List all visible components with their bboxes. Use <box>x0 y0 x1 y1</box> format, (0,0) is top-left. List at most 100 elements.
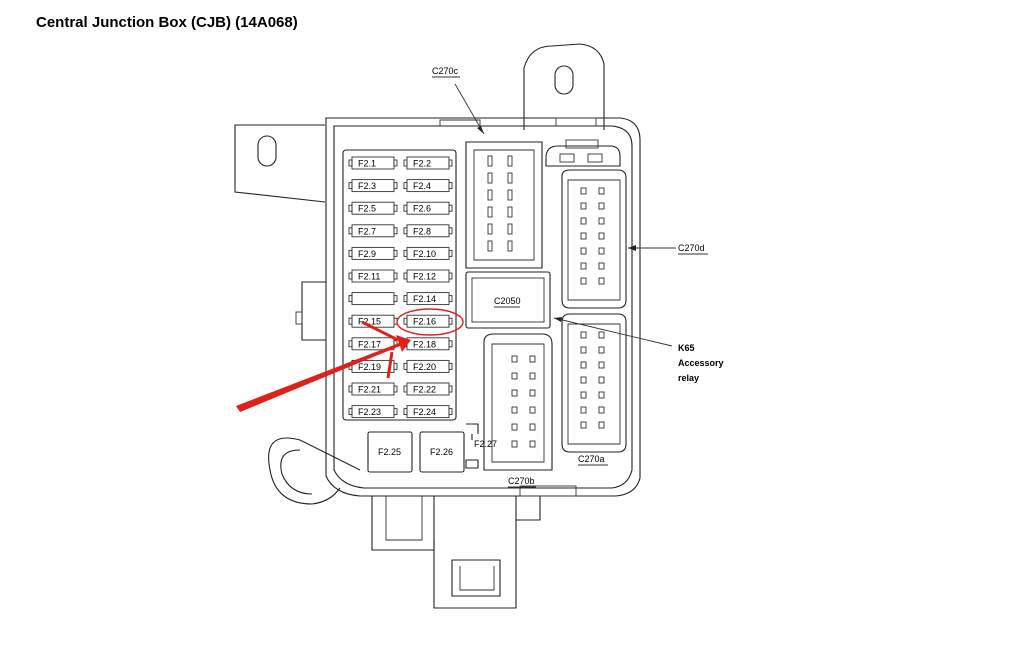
fuse-left-1: F2.1 <box>348 156 398 170</box>
fuse-right-12-label: F2.24 <box>413 407 436 417</box>
fuse-right-4-label: F2.8 <box>413 226 431 236</box>
c270b-pins-pin <box>511 372 518 380</box>
c270b-pins-pin <box>529 355 536 363</box>
highlight-annotation <box>236 308 464 412</box>
fuse-right-12: F2.24 <box>403 405 453 419</box>
fuse-left-8-label: F2.15 <box>358 317 381 327</box>
connector-c270c: C270c <box>432 66 543 269</box>
connector-c270b: C270b <box>483 333 553 488</box>
c270d-pins-pin <box>598 262 605 270</box>
fuse-left-7 <box>348 292 398 306</box>
highlight-ellipse <box>396 308 464 336</box>
fuse-f2-25-label: F2.25 <box>378 447 401 457</box>
k65-callout: K65 Accessory relay <box>553 317 724 383</box>
highlight-arrow <box>236 335 411 412</box>
fuse-right-3-label: F2.6 <box>413 204 431 214</box>
c270d-label: C270d <box>678 243 705 253</box>
fuse-left-6: F2.11 <box>348 269 398 283</box>
c270d-pins-pin <box>580 232 587 240</box>
fuse-right-10: F2.20 <box>403 359 453 373</box>
c270a-pins-pin <box>580 421 587 429</box>
fuse-right-8: F2.16 <box>403 314 453 328</box>
c270b-pins-pin <box>511 440 518 448</box>
c270d-pins-pin <box>580 262 587 270</box>
fuse-left-1-label: F2.1 <box>358 159 376 169</box>
fuse-left-11-label: F2.21 <box>358 385 381 395</box>
c270b-pins-pin <box>511 406 518 414</box>
fuse-right-11-label: F2.22 <box>413 385 436 395</box>
c270b-pins-pin <box>529 423 536 431</box>
fuse-left-3-label: F2.5 <box>358 204 376 214</box>
c270c-pins-pin <box>507 155 513 167</box>
c270d-pins-pin <box>598 277 605 285</box>
fuse-left-8: F2.15 <box>348 314 398 328</box>
c270b-pins-pin <box>529 406 536 414</box>
connector-top-right <box>545 139 621 167</box>
c270b-pins-pin <box>529 440 536 448</box>
c270c-pins-pin <box>487 206 493 218</box>
c270b-pins-pin <box>529 372 536 380</box>
c270a-pins-pin <box>598 361 605 369</box>
fuse-right-7-label: F2.14 <box>413 294 436 304</box>
c270a-pins-pin <box>598 391 605 399</box>
c270c-pins-pin <box>487 155 493 167</box>
fuse-left-5-label: F2.9 <box>358 249 376 259</box>
c270a-pins-pin <box>580 331 587 339</box>
page-title: Central Junction Box (CJB) (14A068) <box>36 14 298 31</box>
connector-c2050: C2050 <box>465 271 551 329</box>
c270a-pins-pin <box>580 346 587 354</box>
fuse-f2-27-label: F2.27 <box>474 439 497 449</box>
c270c-pins-pin <box>487 172 493 184</box>
c270d-pins-pin <box>598 202 605 210</box>
fuse-right-5-label: F2.10 <box>413 249 436 259</box>
highlight-arrow-tick <box>386 351 394 379</box>
fuse-right-2: F2.4 <box>403 179 453 193</box>
fuse-left-4: F2.7 <box>348 224 398 238</box>
fuse-left-2-label: F2.3 <box>358 181 376 191</box>
fuse-left-12: F2.23 <box>348 405 398 419</box>
fuse-right-3: F2.6 <box>403 201 453 215</box>
c270a-pins-pin <box>598 421 605 429</box>
fuse-right-11: F2.22 <box>403 382 453 396</box>
fuse-left-2: F2.3 <box>348 179 398 193</box>
c270a-pins-pin <box>580 391 587 399</box>
fuse-right-5: F2.10 <box>403 246 453 260</box>
c270c-pins-pin <box>487 240 493 252</box>
fuse-right-2-label: F2.4 <box>413 181 431 191</box>
fuse-panel: F2.1F2.3F2.5F2.7F2.9F2.11F2.15F2.17F2.19… <box>342 149 497 473</box>
fuse-f2-26-label: F2.26 <box>430 447 453 457</box>
c270d-pins-pin <box>580 247 587 255</box>
c270d-pins-pin <box>580 187 587 195</box>
c270c-pins-pin <box>487 189 493 201</box>
c270d-pins-pin <box>598 217 605 225</box>
c270c-pins-pin <box>507 223 513 235</box>
c270d-pins-pin <box>580 217 587 225</box>
c270a-label: C270a <box>578 454 605 464</box>
fuse-right-1-label: F2.2 <box>413 159 431 169</box>
c270a-pins-pin <box>580 361 587 369</box>
c270c-label: C270c <box>432 66 459 76</box>
fuse-right-6-label: F2.12 <box>413 272 436 282</box>
fuse-right-7: F2.14 <box>403 292 453 306</box>
c270b-pins-pin <box>529 389 536 397</box>
k65-label-line1: K65 <box>678 343 695 353</box>
c270a-pins-pin <box>598 346 605 354</box>
c270d-pins-pin <box>598 232 605 240</box>
fuse-right-8-label: F2.16 <box>413 317 436 327</box>
c270d-pins-pin <box>598 187 605 195</box>
k65-label-line2: Accessory <box>678 358 724 368</box>
fuse-left-3: F2.5 <box>348 201 398 215</box>
fuse-left-9-label: F2.17 <box>358 339 381 349</box>
fuse-left-12-label: F2.23 <box>358 407 381 417</box>
c270b-pins-pin <box>511 423 518 431</box>
k65-label-line3: relay <box>678 373 699 383</box>
fuse-right-1: F2.2 <box>403 156 453 170</box>
fuse-right-6: F2.12 <box>403 269 453 283</box>
fuse-right-9: F2.18 <box>403 337 453 351</box>
c270c-pins-pin <box>507 172 513 184</box>
c270c-pins-pin <box>507 240 513 252</box>
c270b-pins-pin <box>511 355 518 363</box>
c270a-pins-pin <box>580 406 587 414</box>
fuse-left-11: F2.21 <box>348 382 398 396</box>
